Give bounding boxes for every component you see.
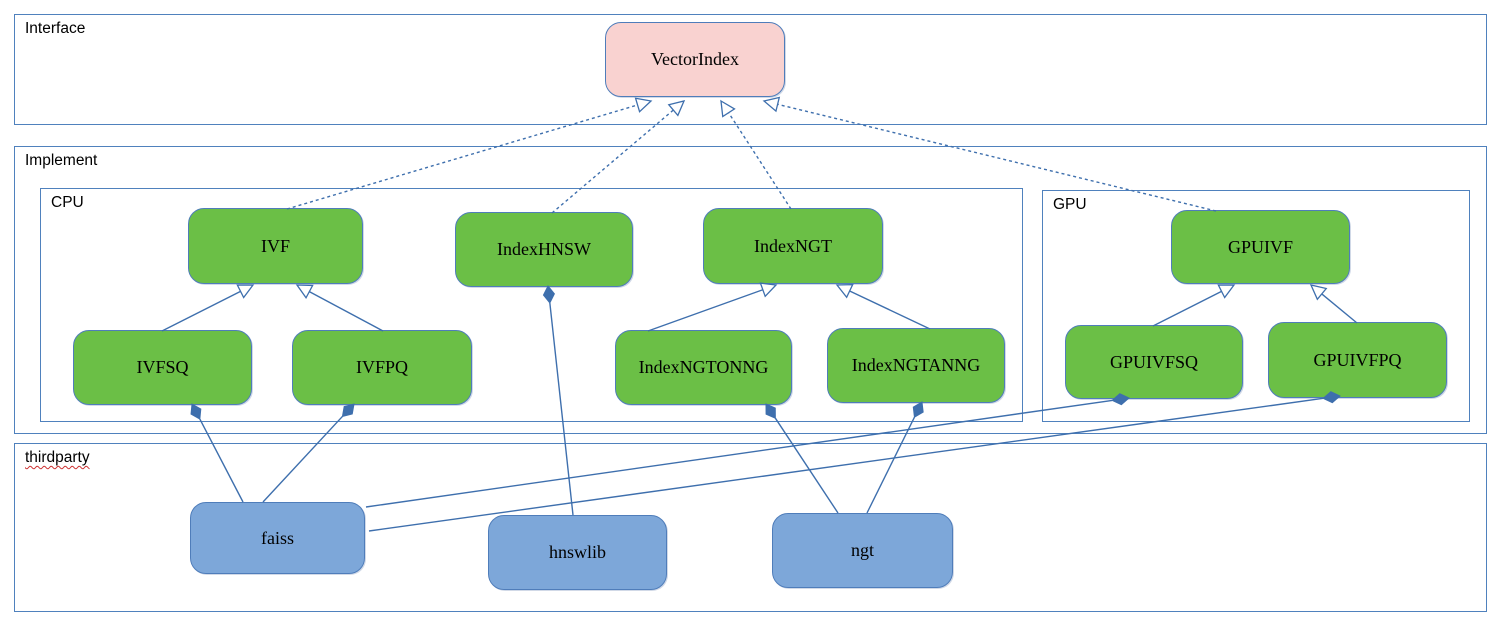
node-ivf[interactable]: IVF (188, 208, 363, 284)
node-gpuivf[interactable]: GPUIVF (1171, 210, 1350, 284)
node-ivfpq[interactable]: IVFPQ (292, 330, 472, 405)
node-ivfsq[interactable]: IVFSQ (73, 330, 252, 405)
node-gpuivfpq[interactable]: GPUIVFPQ (1268, 322, 1447, 398)
container-interface-label: Interface (25, 20, 86, 37)
node-label: GPUIVFSQ (1109, 351, 1199, 372)
node-label: faiss (261, 527, 294, 548)
container-cpu-label: CPU (51, 194, 84, 211)
node-ngt[interactable]: ngt (772, 513, 953, 588)
node-label: hnswlib (548, 542, 606, 562)
node-label: IVFPQ (355, 357, 408, 377)
node-label: ngt (850, 540, 874, 560)
node-label: IndexHNSW (497, 239, 591, 259)
node-label: IndexNGT (754, 235, 832, 256)
node-vectorindex[interactable]: VectorIndex (605, 22, 785, 97)
node-label: IndexNGTANNG (851, 355, 981, 375)
node-label: GPUIVF (1227, 236, 1293, 257)
node-indexngtanng[interactable]: IndexNGTANNG (827, 328, 1005, 403)
node-indexngt[interactable]: IndexNGT (703, 208, 883, 284)
container-implement-label: Implement (25, 152, 98, 169)
container-thirdparty-label: thirdparty (25, 449, 90, 466)
node-gpuivfsq[interactable]: GPUIVFSQ (1065, 325, 1243, 399)
node-faiss[interactable]: faiss (190, 502, 365, 574)
node-label: IVFSQ (136, 357, 189, 377)
node-label: VectorIndex (651, 49, 739, 69)
node-label: GPUIVFPQ (1313, 349, 1402, 370)
node-indexngtonng[interactable]: IndexNGTONNG (615, 330, 792, 405)
node-hnswlib[interactable]: hnswlib (488, 515, 667, 590)
node-label: IndexNGTONNG (638, 357, 769, 377)
container-gpu-label: GPU (1053, 196, 1087, 213)
node-label: IVF (260, 235, 290, 256)
node-indexhnsw[interactable]: IndexHNSW (455, 212, 633, 287)
